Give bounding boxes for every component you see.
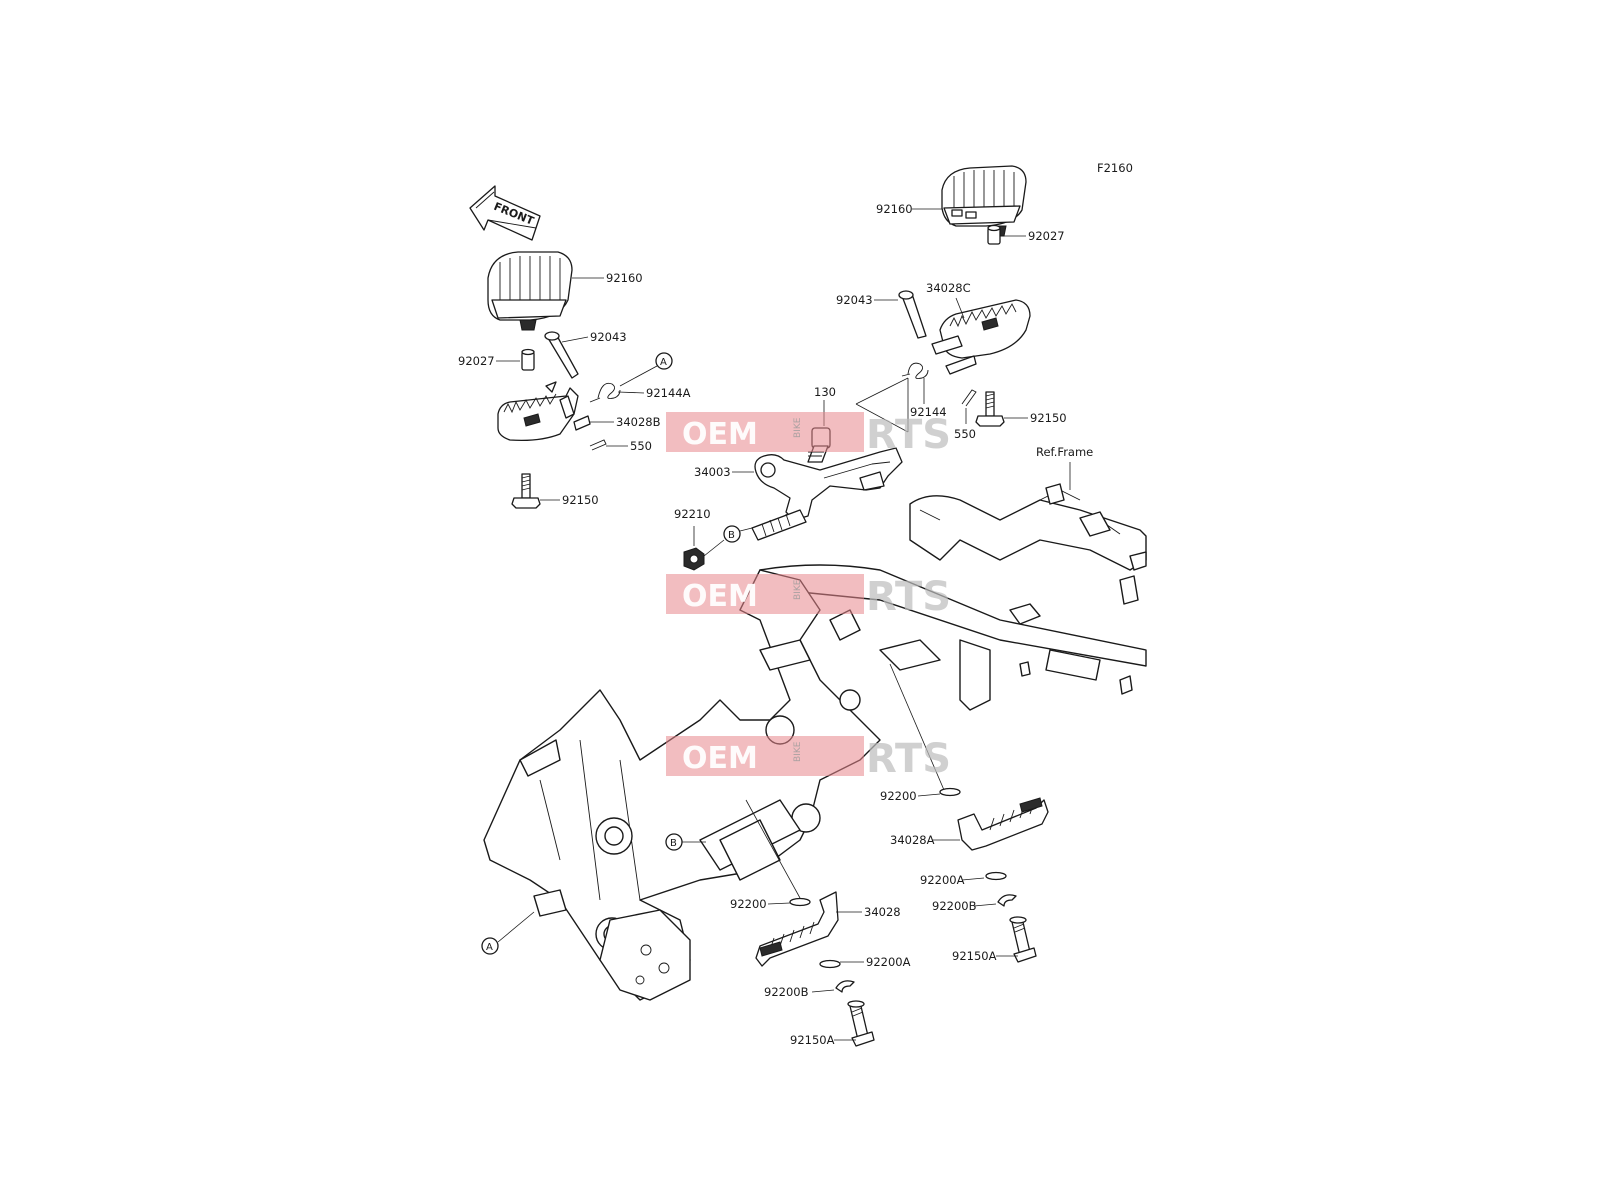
washer-92200A-right bbox=[985, 871, 1007, 881]
diagram-code: F2160 bbox=[1097, 161, 1133, 175]
pin-92150A-left bbox=[847, 1000, 875, 1047]
footrest-bracket-34003 bbox=[751, 447, 903, 541]
label-34028: 34028 bbox=[864, 905, 901, 919]
label-550-left: 550 bbox=[630, 439, 652, 453]
ref-frame-label: Ref.Frame bbox=[1036, 445, 1093, 459]
ref-b-bottom-label: B bbox=[670, 838, 677, 849]
label-92150-right: 92150 bbox=[1030, 411, 1067, 425]
svg-text:OEM: OEM bbox=[682, 579, 758, 614]
label-92150A-right: 92150A bbox=[952, 949, 997, 963]
label-92160-right: 92160 bbox=[876, 202, 913, 216]
label-130: 130 bbox=[814, 385, 836, 399]
label-92200B-left: 92200B bbox=[764, 985, 809, 999]
washer-92200-left bbox=[789, 897, 811, 907]
label-92027-right: 92027 bbox=[1028, 229, 1065, 243]
ref-b-top bbox=[723, 525, 741, 543]
right-footpeg-rubber bbox=[941, 165, 1027, 237]
ref-a-bottom-label: A bbox=[486, 942, 493, 953]
left-bracket-plate bbox=[573, 415, 591, 431]
svg-text:RTS: RTS bbox=[866, 574, 951, 620]
right-collar-92027 bbox=[987, 224, 1001, 245]
label-92200B-right: 92200B bbox=[932, 899, 977, 913]
left-cotter-pin-550 bbox=[589, 439, 607, 451]
ref-a-top bbox=[655, 352, 673, 370]
left-spring-92144A bbox=[589, 382, 621, 403]
right-spring-92144 bbox=[901, 362, 929, 379]
right-cotter-pin-550 bbox=[961, 389, 977, 407]
label-92144: 92144 bbox=[910, 405, 947, 419]
ref-b-top-label: B bbox=[728, 530, 735, 541]
label-34028A: 34028A bbox=[890, 833, 935, 847]
watermark-1: OEM BIKE RTS bbox=[666, 412, 951, 458]
clip-92200B-left bbox=[835, 980, 855, 993]
label-92150-left: 92150 bbox=[562, 493, 599, 507]
svg-text:OEM: OEM bbox=[682, 741, 758, 776]
left-pivot-pin-92043 bbox=[544, 331, 579, 379]
footrest-34028 bbox=[755, 891, 839, 967]
footrest-34028A bbox=[957, 797, 1049, 851]
left-collar-92027 bbox=[521, 348, 535, 371]
label-92144A: 92144A bbox=[646, 386, 691, 400]
svg-text:RTS: RTS bbox=[866, 736, 951, 782]
label-92200A-right: 92200A bbox=[920, 873, 965, 887]
watermark-2: OEM BIKE RTS bbox=[666, 574, 951, 620]
label-92200-left: 92200 bbox=[730, 897, 767, 911]
label-34003: 34003 bbox=[694, 465, 731, 479]
label-92210: 92210 bbox=[674, 507, 711, 521]
svg-text:OEM: OEM bbox=[682, 417, 758, 452]
washer-92200A-left bbox=[819, 959, 841, 969]
label-92043-left: 92043 bbox=[590, 330, 627, 344]
label-92200A-left: 92200A bbox=[866, 955, 911, 969]
label-92160-left: 92160 bbox=[606, 271, 643, 285]
left-bolt-92150 bbox=[511, 473, 541, 509]
label-92200-right: 92200 bbox=[880, 789, 917, 803]
svg-text:BIKE: BIKE bbox=[793, 741, 803, 762]
ref-a-top-label: A bbox=[660, 357, 667, 368]
right-footpeg-bracket-34028C bbox=[931, 299, 1031, 375]
label-550-right: 550 bbox=[954, 427, 976, 441]
label-92043-right: 92043 bbox=[836, 293, 873, 307]
svg-text:BIKE: BIKE bbox=[793, 579, 803, 600]
nut-92210 bbox=[683, 547, 705, 571]
watermark-3: OEM BIKE RTS bbox=[666, 736, 951, 782]
pin-92150A-right bbox=[1009, 916, 1037, 963]
right-pivot-pin-92043 bbox=[898, 290, 927, 339]
svg-text:RTS: RTS bbox=[866, 412, 951, 458]
washer-92200-right bbox=[939, 787, 961, 797]
ref-a-bottom bbox=[481, 937, 499, 955]
label-34028C: 34028C bbox=[926, 281, 971, 295]
clip-92200B-right bbox=[997, 894, 1017, 907]
label-92027-left: 92027 bbox=[458, 354, 495, 368]
left-footpeg-rubber bbox=[487, 251, 573, 331]
label-92150A-left: 92150A bbox=[790, 1033, 835, 1047]
left-footpeg-bracket-34028B bbox=[497, 381, 579, 442]
right-bolt-92150 bbox=[975, 391, 1005, 427]
svg-text:BIKE: BIKE bbox=[793, 417, 803, 438]
front-arrow-icon: FRONT bbox=[469, 185, 541, 241]
label-34028B: 34028B bbox=[616, 415, 661, 429]
